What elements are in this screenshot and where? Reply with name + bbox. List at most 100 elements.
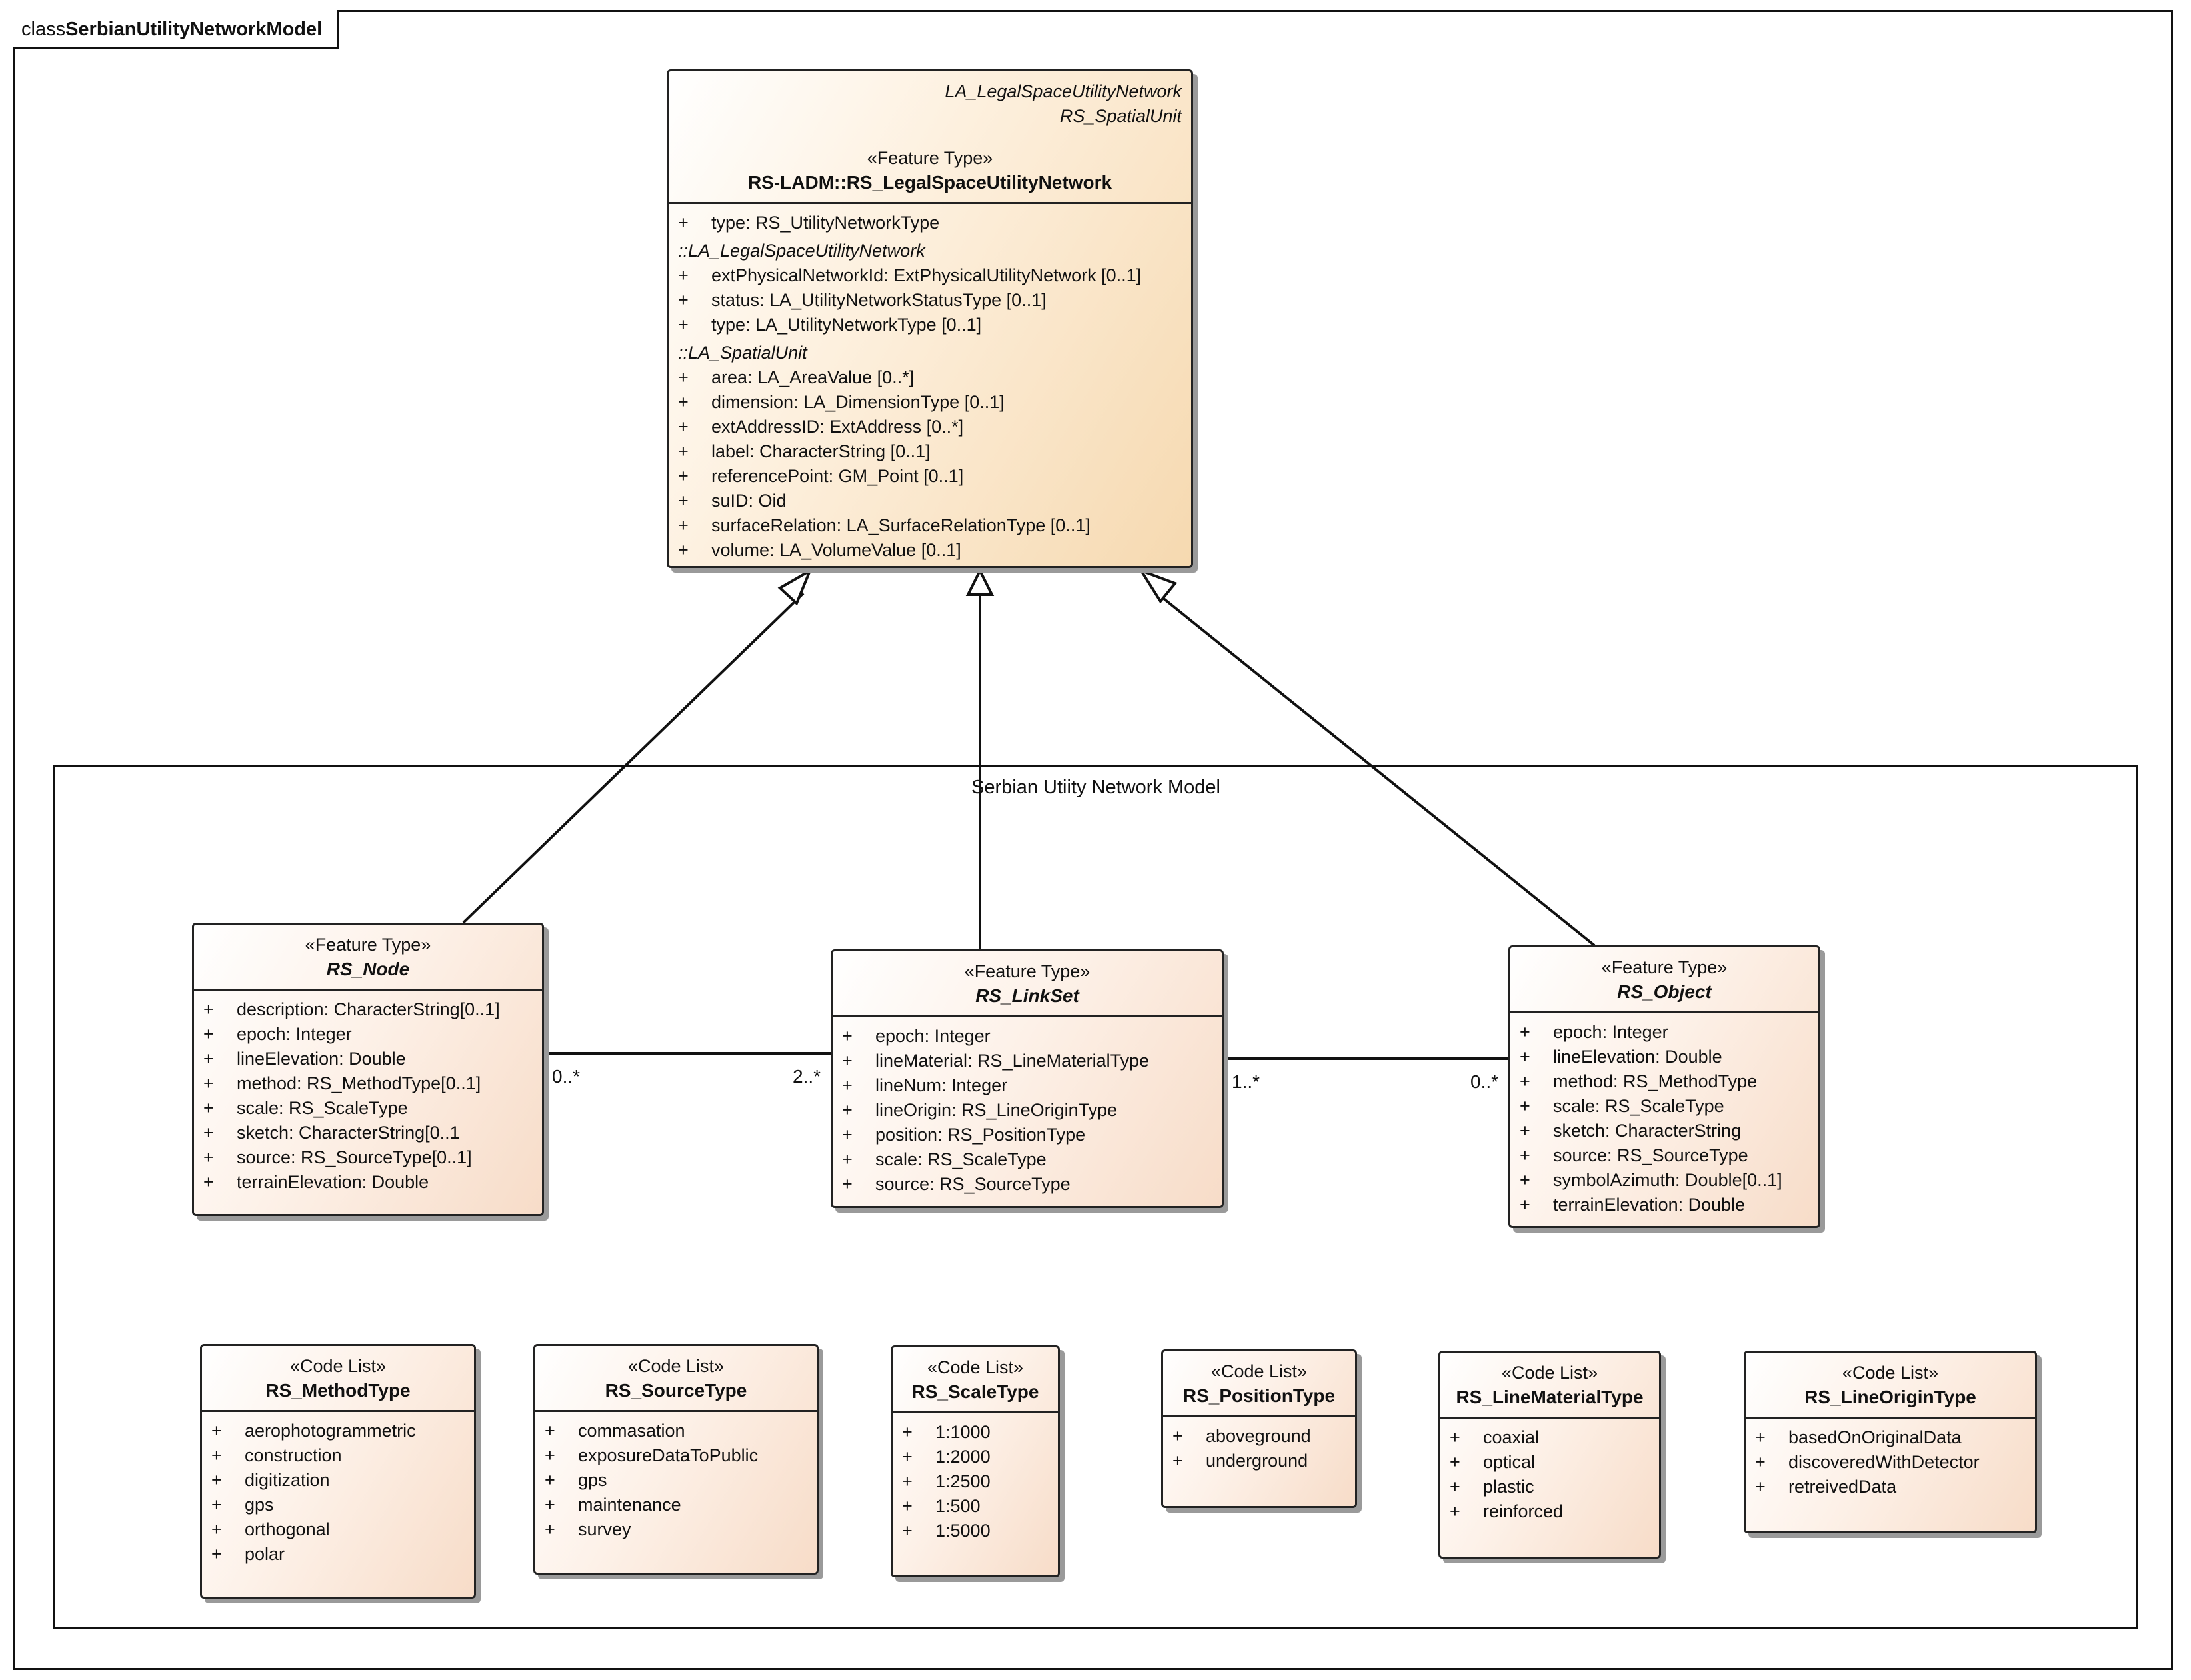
attribute-row-text: terrainElevation: Double: [237, 1172, 429, 1192]
code-value-row-text: basedOnOriginalData: [1788, 1427, 1962, 1447]
attribute-row-text: lineElevation: Double: [237, 1049, 406, 1069]
code-value-row-text: retreivedData: [1788, 1477, 1897, 1497]
attribute-row-text: lineMaterial: RS_LineMaterialType: [875, 1051, 1150, 1071]
multiplicity-linkset-end: 2..*: [793, 1066, 821, 1087]
visibility-marker: +: [678, 290, 689, 310]
multiplicity-node-end: 0..*: [552, 1066, 581, 1087]
visibility-marker: +: [545, 1445, 555, 1465]
attribute-row: +extAddressID: ExtAddress [0..*]: [669, 415, 1191, 439]
class-rs-object[interactable]: «Feature Type»RS_Object+epoch: Integer+l…: [1508, 945, 1820, 1228]
code-value-row-text: commasation: [578, 1421, 685, 1441]
code-list-values: +coaxial+optical+plastic+reinforced: [1440, 1419, 1659, 1529]
visibility-marker: +: [545, 1421, 555, 1441]
attribute-row-text: source: RS_SourceType[0..1]: [237, 1147, 472, 1167]
visibility-marker: +: [211, 1544, 222, 1564]
visibility-marker: +: [1755, 1452, 1766, 1472]
attribute-row-text: area: LA_AreaValue [0..*]: [711, 367, 915, 387]
attribute-row: +lineElevation: Double: [1510, 1045, 1818, 1069]
attribute-row: +label: CharacterString [0..1]: [669, 439, 1191, 464]
visibility-marker: +: [678, 540, 689, 560]
code-value-row: +gps: [535, 1468, 817, 1493]
attribute-row-text: volume: LA_VolumeValue [0..1]: [711, 540, 961, 560]
class-rs-linkset[interactable]: «Feature Type»RS_LinkSet+epoch: Integer+…: [831, 949, 1224, 1208]
visibility-marker: +: [902, 1496, 913, 1516]
visibility-marker: +: [1520, 1121, 1530, 1141]
class-stereotype: «Code List»: [289, 1356, 387, 1376]
attribute-row-text: epoch: Integer: [237, 1024, 352, 1044]
code-value-row: +exposureDataToPublic: [535, 1443, 817, 1468]
attribute-row-text: type: RS_UtilityNetworkType: [711, 213, 940, 233]
package-title: Serbian Utiity Network Model: [971, 777, 1220, 798]
code-list-rs-line-material-type[interactable]: «Code List»RS_LineMaterialType+coaxial+o…: [1438, 1351, 1661, 1559]
code-value-row: +1:5000: [893, 1519, 1058, 1543]
class-name: RS-LADM::RS_LegalSpaceUtilityNetwork: [747, 172, 1112, 193]
attribute-row-text: source: RS_SourceType: [875, 1174, 1071, 1194]
code-value-row: +underground: [1163, 1449, 1355, 1473]
attribute-row-text: sketch: CharacterString[0..1: [237, 1123, 460, 1143]
attribute-row: +epoch: Integer: [1510, 1020, 1818, 1045]
visibility-marker: +: [842, 1100, 853, 1120]
class-rs-legal-space-utility-network[interactable]: LA_LegalSpaceUtilityNetwork RS_SpatialUn…: [667, 69, 1193, 568]
code-value-row: +basedOnOriginalData: [1746, 1425, 2035, 1450]
code-list-values: +aboveground+underground: [1163, 1417, 1355, 1479]
multiplicity-linkset-object-start: 1..*: [1232, 1071, 1260, 1092]
frame-name: SerbianUtilityNetworkModel: [65, 19, 323, 40]
class-name: RS_LinkSet: [975, 985, 1079, 1006]
visibility-marker: +: [902, 1521, 913, 1541]
attribute-row-text: extPhysicalNetworkId: ExtPhysicalUtility…: [711, 265, 1142, 285]
class-name: RS_Node: [326, 959, 410, 979]
code-list-rs-line-origin-type[interactable]: «Code List»RS_LineOriginType+basedOnOrig…: [1744, 1351, 2037, 1533]
visibility-marker: +: [211, 1495, 222, 1515]
code-value-row-text: digitization: [245, 1470, 330, 1490]
attribute-row: +lineMaterial: RS_LineMaterialType: [833, 1049, 1222, 1073]
class-stereotype: «Feature Type»: [867, 148, 993, 168]
code-list-rs-source-type[interactable]: «Code List»RS_SourceType+commasation+exp…: [533, 1344, 819, 1575]
code-value-row: +construction: [202, 1443, 474, 1468]
visibility-marker: +: [1172, 1451, 1183, 1471]
attribute-row-text: scale: RS_ScaleType: [875, 1149, 1047, 1169]
code-value-row-text: construction: [245, 1445, 342, 1465]
attribute-row: +source: RS_SourceType: [833, 1172, 1222, 1197]
code-list-values: +aerophotogrammetric+construction+digiti…: [202, 1412, 474, 1572]
attribute-row-text: sketch: CharacterString: [1553, 1121, 1742, 1141]
class-name: RS_LineOriginType: [1804, 1387, 1976, 1407]
visibility-marker: +: [545, 1519, 555, 1539]
visibility-marker: +: [678, 392, 689, 412]
class-rs-node[interactable]: «Feature Type»RS_Node+description: Chara…: [192, 923, 544, 1216]
code-value-row: +retreivedData: [1746, 1475, 2035, 1499]
visibility-marker: +: [1172, 1426, 1183, 1446]
visibility-marker: +: [1450, 1477, 1460, 1497]
code-list-rs-method-type[interactable]: «Code List»RS_MethodType+aerophotogramme…: [200, 1344, 476, 1599]
class-header: LA_LegalSpaceUtilityNetwork RS_SpatialUn…: [669, 71, 1191, 204]
class-header: «Feature Type»RS_LinkSet: [833, 951, 1222, 1017]
attribute-row: +source: RS_SourceType[0..1]: [194, 1145, 542, 1170]
code-list-rs-scale-type[interactable]: «Code List»RS_ScaleType+1:1000+1:2000+1:…: [891, 1345, 1060, 1577]
code-list-values: +commasation+exposureDataToPublic+gps+ma…: [535, 1412, 817, 1547]
attribute-row: +suID: Oid: [669, 489, 1191, 513]
visibility-marker: +: [678, 367, 689, 387]
attribute-row: +symbolAzimuth: Double[0..1]: [1510, 1168, 1818, 1193]
attribute-row: +status: LA_UtilityNetworkStatusType [0.…: [669, 288, 1191, 313]
visibility-marker: +: [203, 1024, 214, 1044]
code-value-row-text: survey: [578, 1519, 631, 1539]
visibility-marker: +: [902, 1471, 913, 1491]
code-value-row: +discoveredWithDetector: [1746, 1450, 2035, 1475]
code-list-rs-position-type[interactable]: «Code List»RS_PositionType+aboveground+u…: [1161, 1349, 1357, 1508]
visibility-marker: +: [678, 466, 689, 486]
attribute-row: + epoch: Integer: [194, 1022, 542, 1047]
attribute-row: +terrainElevation: Double: [194, 1170, 542, 1195]
class-header: «Code List»RS_PositionType: [1163, 1351, 1355, 1417]
frame-keyword: class: [21, 19, 66, 40]
class-name: RS_PositionType: [1182, 1385, 1336, 1406]
visibility-marker: +: [678, 265, 689, 285]
visibility-marker: +: [203, 1123, 214, 1143]
code-value-row-text: gps: [578, 1470, 607, 1490]
code-value-row: +digitization: [202, 1468, 474, 1493]
code-value-row: +1:1000: [893, 1420, 1058, 1445]
class-stereotype: «Feature Type»: [1601, 957, 1728, 977]
class-header: «Code List»RS_ScaleType: [893, 1347, 1058, 1413]
code-value-row-text: reinforced: [1483, 1501, 1564, 1521]
code-value-row: +coaxial: [1440, 1425, 1659, 1450]
code-value-row-text: gps: [245, 1495, 274, 1515]
